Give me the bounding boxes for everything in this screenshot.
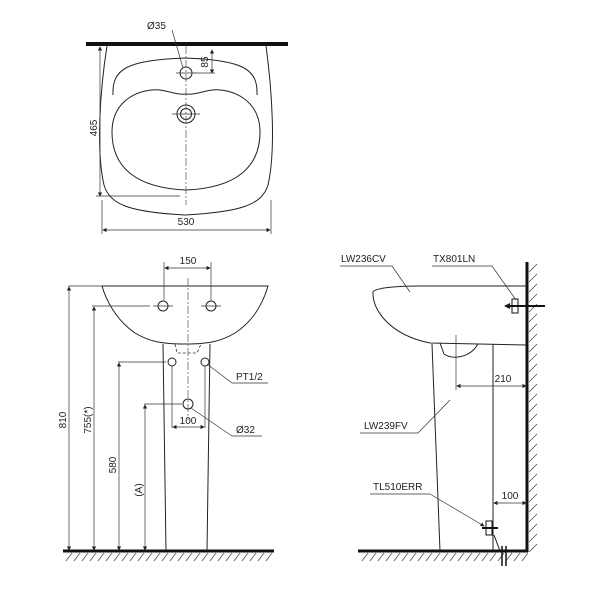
pedestal-model-label: LW239FV <box>364 421 408 432</box>
rim-height-dimension: 755(*) <box>83 406 94 433</box>
side-view: 210 100 LW236CV TX801LN LW239FV TL510ERR <box>340 254 545 566</box>
supply-thread-label: PT1/2 <box>236 372 263 383</box>
basin-inner-rim-top <box>112 57 258 96</box>
top-view: 465 530 85 Ø35 <box>86 21 288 234</box>
basin-bowl <box>111 89 261 191</box>
basin-side <box>372 285 527 346</box>
supply-spacing-dimension: 100 <box>180 416 197 427</box>
hole-diameter-label: Ø35 <box>147 21 166 32</box>
total-height-dimension: 810 <box>58 411 69 428</box>
basin-wall-offset-dimension: 210 <box>495 374 512 385</box>
supply-left-icon <box>167 357 177 367</box>
basin-trap-side <box>439 342 479 358</box>
faucet-spacing-dimension: 150 <box>180 256 197 267</box>
basin-front <box>101 285 269 345</box>
pedestal-front <box>162 343 211 552</box>
basin-model-label: LW236CV <box>341 254 386 265</box>
pedestal-side <box>431 343 494 552</box>
hole-offset-dimension: 85 <box>200 56 211 68</box>
valve-wall-offset-dimension: 100 <box>502 491 519 502</box>
front-view: 150 100 PT1/2 Ø32 810 755(*) 580 (A) <box>58 256 274 562</box>
drain-front-icon <box>182 398 194 410</box>
supply-height-dimension: 580 <box>108 456 119 473</box>
drain-diameter-label: Ø32 <box>236 425 255 436</box>
drain-height-dimension: (A) <box>134 483 145 496</box>
valve-model-label: TL510ERR <box>373 482 422 493</box>
bracket-model-label: TX801LN <box>433 254 475 265</box>
wall-bracket-icon <box>504 298 545 314</box>
width-dimension: 530 <box>178 217 195 228</box>
depth-dimension: 465 <box>89 119 100 136</box>
angle-valve-icon <box>482 520 507 566</box>
